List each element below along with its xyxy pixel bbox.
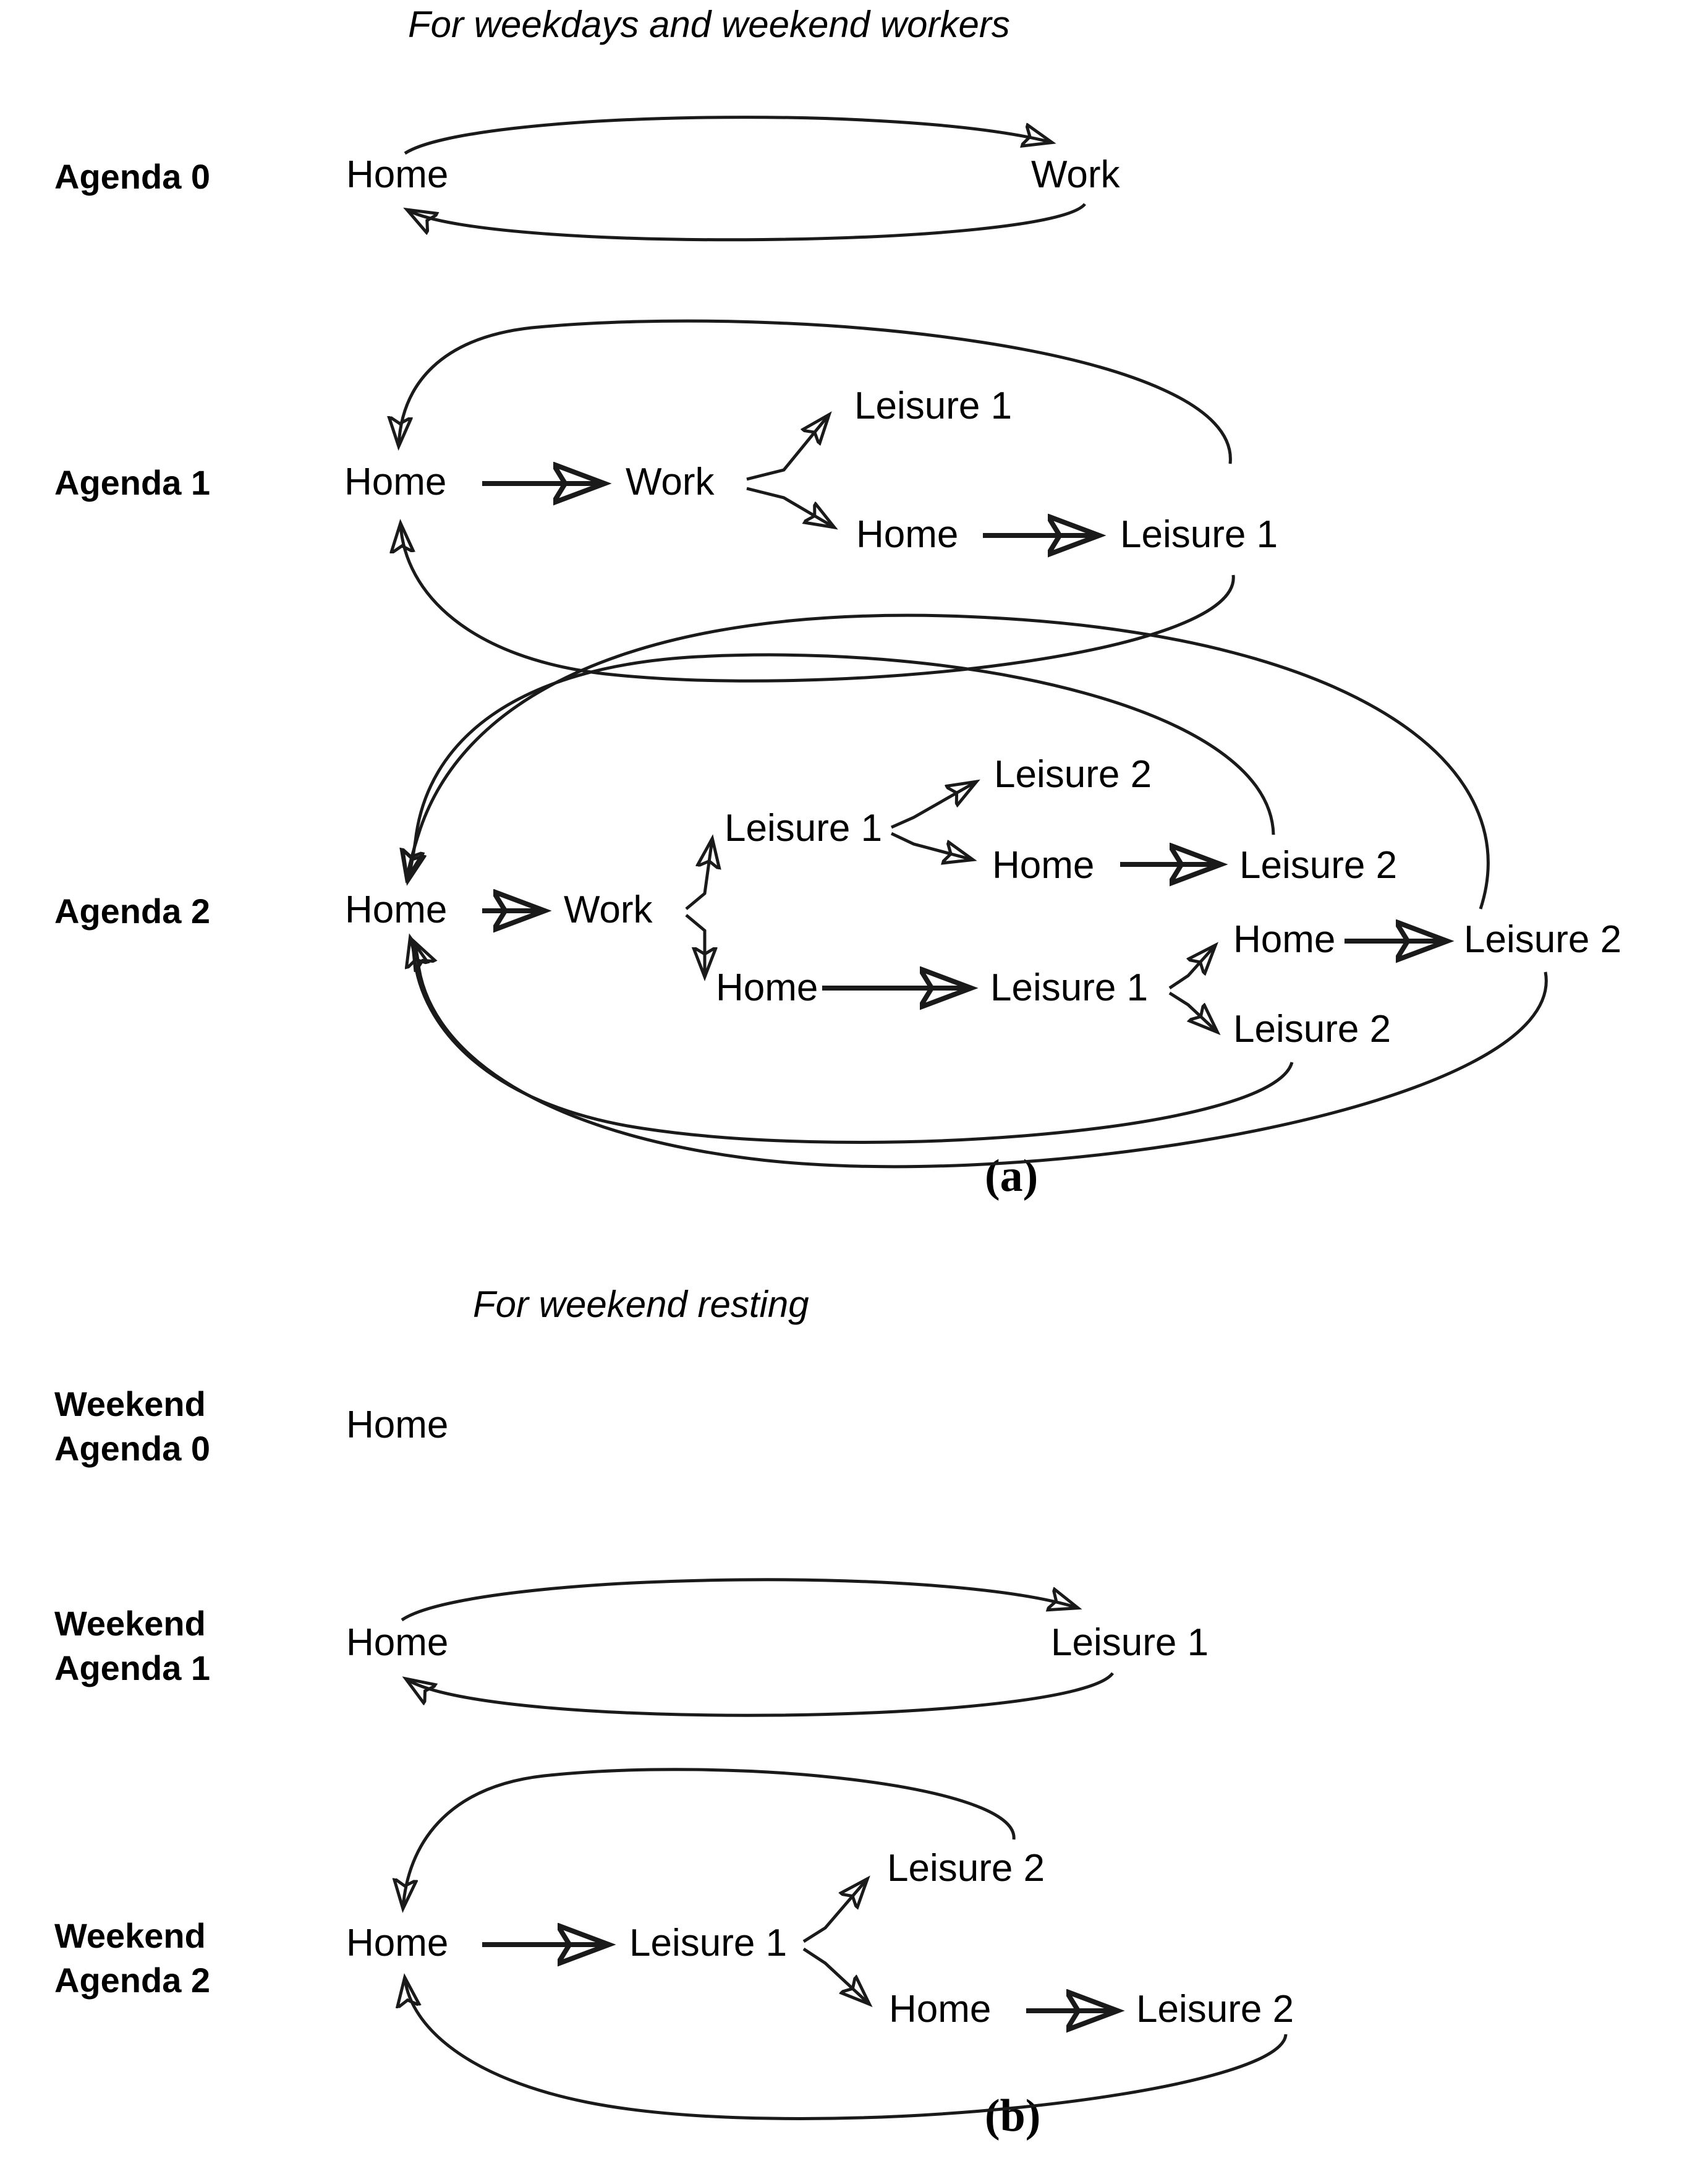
edge-w2-leisure1-leisure2 <box>802 1880 867 1943</box>
node-w2-home: Home <box>346 1922 449 1964</box>
edge-a2-return-bottom-1 <box>410 939 1294 1144</box>
node-a2-leisure1-lower: Leisure 1 <box>990 966 1149 1009</box>
edge-a1-work-home <box>746 487 833 527</box>
node-a2-work: Work <box>564 889 653 931</box>
edge-a1-return-top <box>399 319 1232 464</box>
node-a2-home-upper: Home <box>992 844 1095 887</box>
node-a2-leisure2-upper: Leisure 2 <box>994 753 1152 796</box>
edge-a0-work-to-home <box>408 203 1086 242</box>
node-a2-leisure2-upper2: Leisure 2 <box>1239 844 1398 887</box>
edge-a1-work-leisure1 <box>746 416 828 481</box>
node-a0-home: Home <box>346 153 449 196</box>
edge-w1-home-to-leisure1 <box>401 1578 1077 1622</box>
node-a0-work: Work <box>1031 153 1120 196</box>
node-w1-leisure1: Leisure 1 <box>1051 1621 1209 1664</box>
node-w2-leisure2-bottom: Leisure 2 <box>1136 1988 1294 2031</box>
row-label-agenda-1: Agenda 1 <box>54 463 211 502</box>
edge-a1-return-bottom <box>401 524 1235 683</box>
node-a2-leisure2-far: Leisure 2 <box>1464 918 1622 961</box>
node-w2-home-bottom: Home <box>889 1988 992 2031</box>
row-label-weekend-agenda-1: Weekend Agenda 1 <box>54 1604 211 1687</box>
node-a2-leisure1-upper: Leisure 1 <box>724 807 883 850</box>
row-label-weekend-agenda-0: Weekend Agenda 0 <box>54 1384 211 1468</box>
node-a1-leisure1-bottom: Leisure 1 <box>1120 513 1278 556</box>
row-label-weekend-agenda-2: Weekend Agenda 2 <box>54 1916 211 2000</box>
node-a1-leisure1-top: Leisure 1 <box>854 385 1013 427</box>
node-w0-home: Home <box>346 1404 449 1446</box>
panel-label-a: (a) <box>985 1151 1039 1201</box>
node-w2-leisure1: Leisure 1 <box>629 1922 788 1964</box>
node-a1-home-bottom: Home <box>856 513 959 556</box>
row-label-agenda-2: Agenda 2 <box>54 892 211 931</box>
edge-a2-leisure1-home-far <box>1168 946 1215 990</box>
node-a1-home: Home <box>344 461 447 503</box>
edge-w1-leisure1-to-home <box>407 1672 1115 1717</box>
panel-label-b: (b) <box>985 2091 1041 2141</box>
edge-a2-leisure1-leisure2 <box>890 782 975 829</box>
node-w2-leisure2-top: Leisure 2 <box>887 1847 1045 1890</box>
node-a2-home-far: Home <box>1233 918 1336 961</box>
node-a2-home: Home <box>345 889 448 931</box>
edge-a2-leisure1-home <box>890 832 972 859</box>
edge-a2-work-home <box>685 914 705 976</box>
edge-a2-work-leisure1 <box>685 840 712 910</box>
row-label-agenda-0: Agenda 0 <box>54 157 211 196</box>
panel-a-title: For weekdays and weekend workers <box>408 4 1010 45</box>
node-a1-work: Work <box>626 461 715 503</box>
node-w1-home: Home <box>346 1621 449 1664</box>
node-a2-leisure2-lower: Leisure 2 <box>1233 1008 1391 1051</box>
edge-w2-leisure1-home <box>802 1947 869 2003</box>
edge-a2-leisure1-leisure2-far <box>1168 991 1217 1031</box>
panel-b-title: For weekend resting <box>473 1284 809 1325</box>
edge-a0-home-to-work <box>404 116 1051 155</box>
node-a2-home-lower: Home <box>716 966 818 1009</box>
edge-a2-return-bottom-2 <box>413 941 1548 1169</box>
